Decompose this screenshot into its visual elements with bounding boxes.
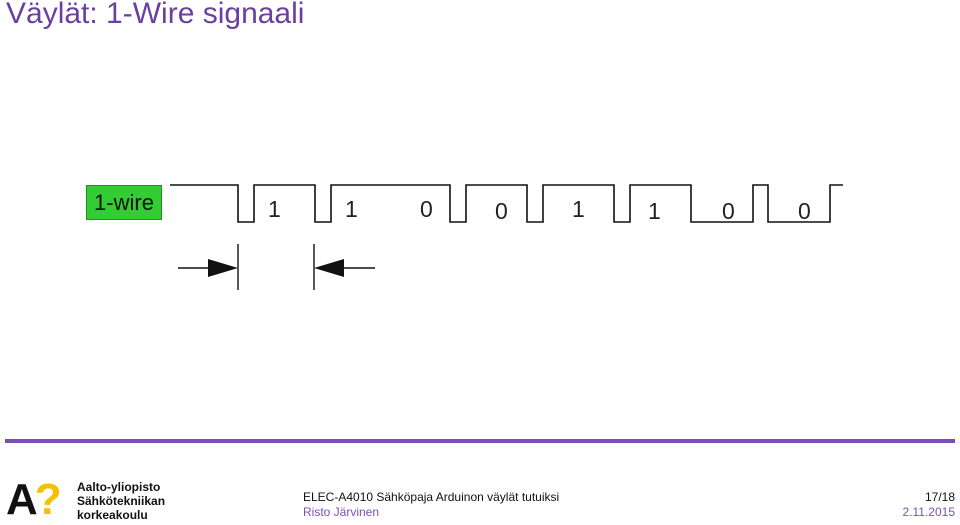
timing-diagram	[170, 184, 843, 290]
bit-label: 0	[798, 198, 811, 224]
bit-label: 1	[268, 196, 281, 222]
page-title: Väylät: 1-Wire signaali	[6, 0, 305, 30]
course-title: ELEC-A4010 Sähköpaja Arduinon väylät tut…	[303, 490, 560, 504]
arrow-right-head	[314, 259, 344, 277]
slide-date: 2.11.2015	[902, 505, 956, 519]
bit-label: 1	[648, 198, 661, 224]
signal-waveform	[170, 184, 843, 223]
bit-label: 0	[722, 198, 735, 224]
bit-label: 0	[420, 196, 433, 222]
bit-label: 0	[495, 198, 508, 224]
logo-question-mark: ?	[34, 475, 62, 524]
aalto-logo: A?	[6, 475, 62, 524]
footer-divider	[5, 439, 955, 443]
page-number: 17/18	[924, 490, 955, 504]
bit-label: 1	[345, 196, 358, 222]
institution-line-1: Aalto-yliopisto	[77, 480, 161, 494]
institution-line-2: Sähkötekniikan	[77, 494, 166, 508]
bit-label: 1	[572, 196, 585, 222]
arrow-left-head	[208, 259, 238, 277]
signal-label: 1-wire	[86, 185, 162, 220]
institution-line-3: korkeakoulu	[77, 508, 148, 522]
logo-letter: A	[6, 475, 38, 524]
institution-name: Aalto-yliopisto Sähkötekniikan korkeakou…	[77, 480, 165, 522]
author-name: Risto Järvinen	[303, 505, 380, 519]
